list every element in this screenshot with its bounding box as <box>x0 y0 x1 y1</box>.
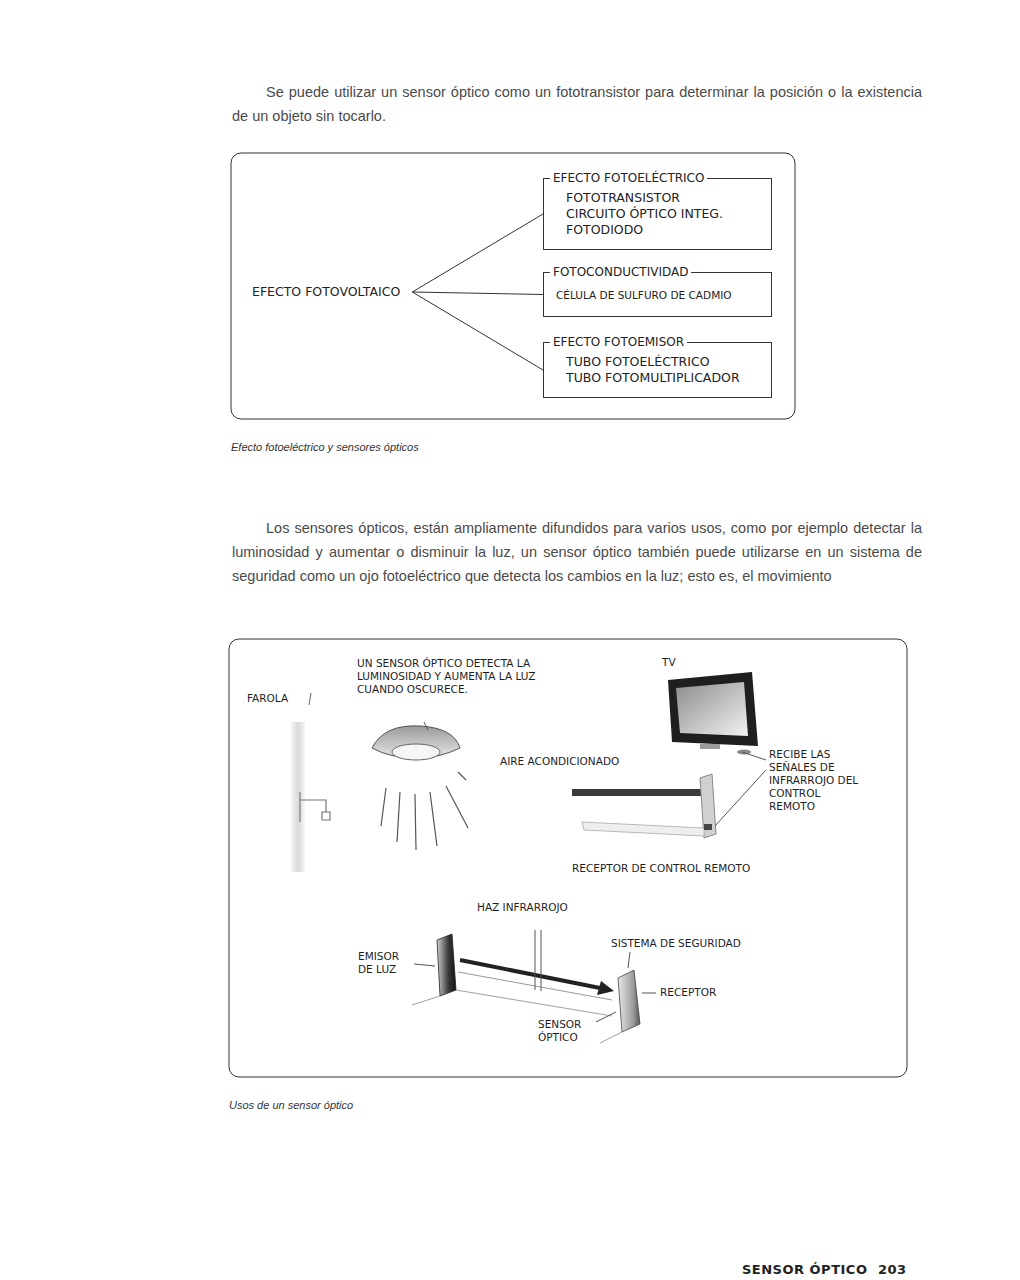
tv-screen <box>676 682 748 736</box>
box-text: EFECTO FOTOVOLTAICO <box>252 284 400 300</box>
callout-text: RECIBE LAS SEÑALES DE INFRARROJO DEL CON… <box>769 748 869 813</box>
figure-frame <box>231 153 795 419</box>
street-lamp <box>291 693 468 872</box>
figure-frame <box>229 639 907 1077</box>
tv-stand <box>700 744 720 749</box>
part-label: AIRE ACONDICIONADO <box>500 755 660 768</box>
effect-box: EFECTO FOTOELÉCTRICOFOTOTRANSISTORCIRCUI… <box>543 178 772 250</box>
part-label: RECEPTOR <box>660 986 750 999</box>
footer-title: SENSOR ÓPTICO <box>742 1262 867 1277</box>
tv-set <box>668 672 758 755</box>
callout-leader <box>628 952 630 968</box>
part-label: HAZ INFRARROJO <box>477 901 577 914</box>
infrared-beam <box>460 960 600 988</box>
callout-leader <box>596 1012 616 1022</box>
callout-leader <box>424 722 428 730</box>
effect-box: EFECTO FOTOEMISORTUBO FOTOELÉCTRICOTUBO … <box>543 342 772 398</box>
figure-caption: Usos de un sensor óptico <box>229 1099 529 1111</box>
part-label: FAROLA <box>247 692 307 705</box>
callout-leader <box>642 993 656 994</box>
lamp-sensor <box>392 744 440 760</box>
tv-ir-receiver <box>737 750 751 755</box>
connector-line <box>412 214 543 292</box>
root-effect: EFECTO FOTOVOLTAICO <box>252 284 400 300</box>
part-label: SISTEMA DE SEGURIDAD <box>611 937 791 950</box>
lamp-rays <box>381 772 468 850</box>
part-label: RECEPTOR DE CONTROL REMOTO <box>572 862 812 875</box>
box-text: TUBO FOTOELÉCTRICO <box>566 354 763 370</box>
beam-arrowhead <box>597 981 614 995</box>
ac-bottom <box>582 822 704 836</box>
callout-text: UN SENSOR ÓPTICO DETECTA LA LUMINOSIDAD … <box>357 657 547 696</box>
beam-marker <box>535 930 541 991</box>
farola-tick <box>309 693 311 705</box>
box-text: TUBO FOTOMULTIPLICADOR <box>566 370 763 386</box>
box-text: FOTODIODO <box>566 222 763 238</box>
callout-leader <box>414 964 435 966</box>
box-heading: EFECTO FOTOELÉCTRICO <box>550 170 707 186</box>
ground-lines <box>412 990 622 1043</box>
light-emitter <box>437 934 456 996</box>
part-label: EMISOR DE LUZ <box>358 950 414 976</box>
air-conditioner <box>572 774 716 838</box>
figure-caption: Efecto fotoeléctrico y sensores ópticos <box>231 441 631 453</box>
effect-box: FOTOCONDUCTIVIDADCÉLULA DE SULFURO DE CA… <box>543 272 772 317</box>
lamp-pole <box>291 722 305 872</box>
box-heading: EFECTO FOTOEMISOR <box>550 334 687 350</box>
page-number: 203 <box>878 1262 907 1277</box>
box-text: CIRCUITO ÓPTICO INTEG. <box>566 206 763 222</box>
light-receiver <box>618 970 640 1032</box>
part-label: TV <box>662 656 692 669</box>
box-text: CÉLULA DE SULFURO DE CADMIO <box>556 287 765 303</box>
ac-vane <box>572 789 702 796</box>
box-text: FOTOTRANSISTOR <box>566 190 763 206</box>
part-label: SENSOR ÓPTICO <box>538 1018 596 1044</box>
connector-line <box>412 292 543 370</box>
body-paragraph: Los sensores ópticos, están ampliamente … <box>232 516 922 588</box>
tv-frame <box>668 672 758 746</box>
connector-line <box>412 292 543 295</box>
body-paragraph: Se puede utilizar un sensor óptico como … <box>232 80 922 128</box>
callout-leader <box>715 752 766 826</box>
lamp-bracket <box>300 792 330 822</box>
box-heading: FOTOCONDUCTIVIDAD <box>550 264 691 280</box>
ac-ir-receiver <box>704 824 712 830</box>
